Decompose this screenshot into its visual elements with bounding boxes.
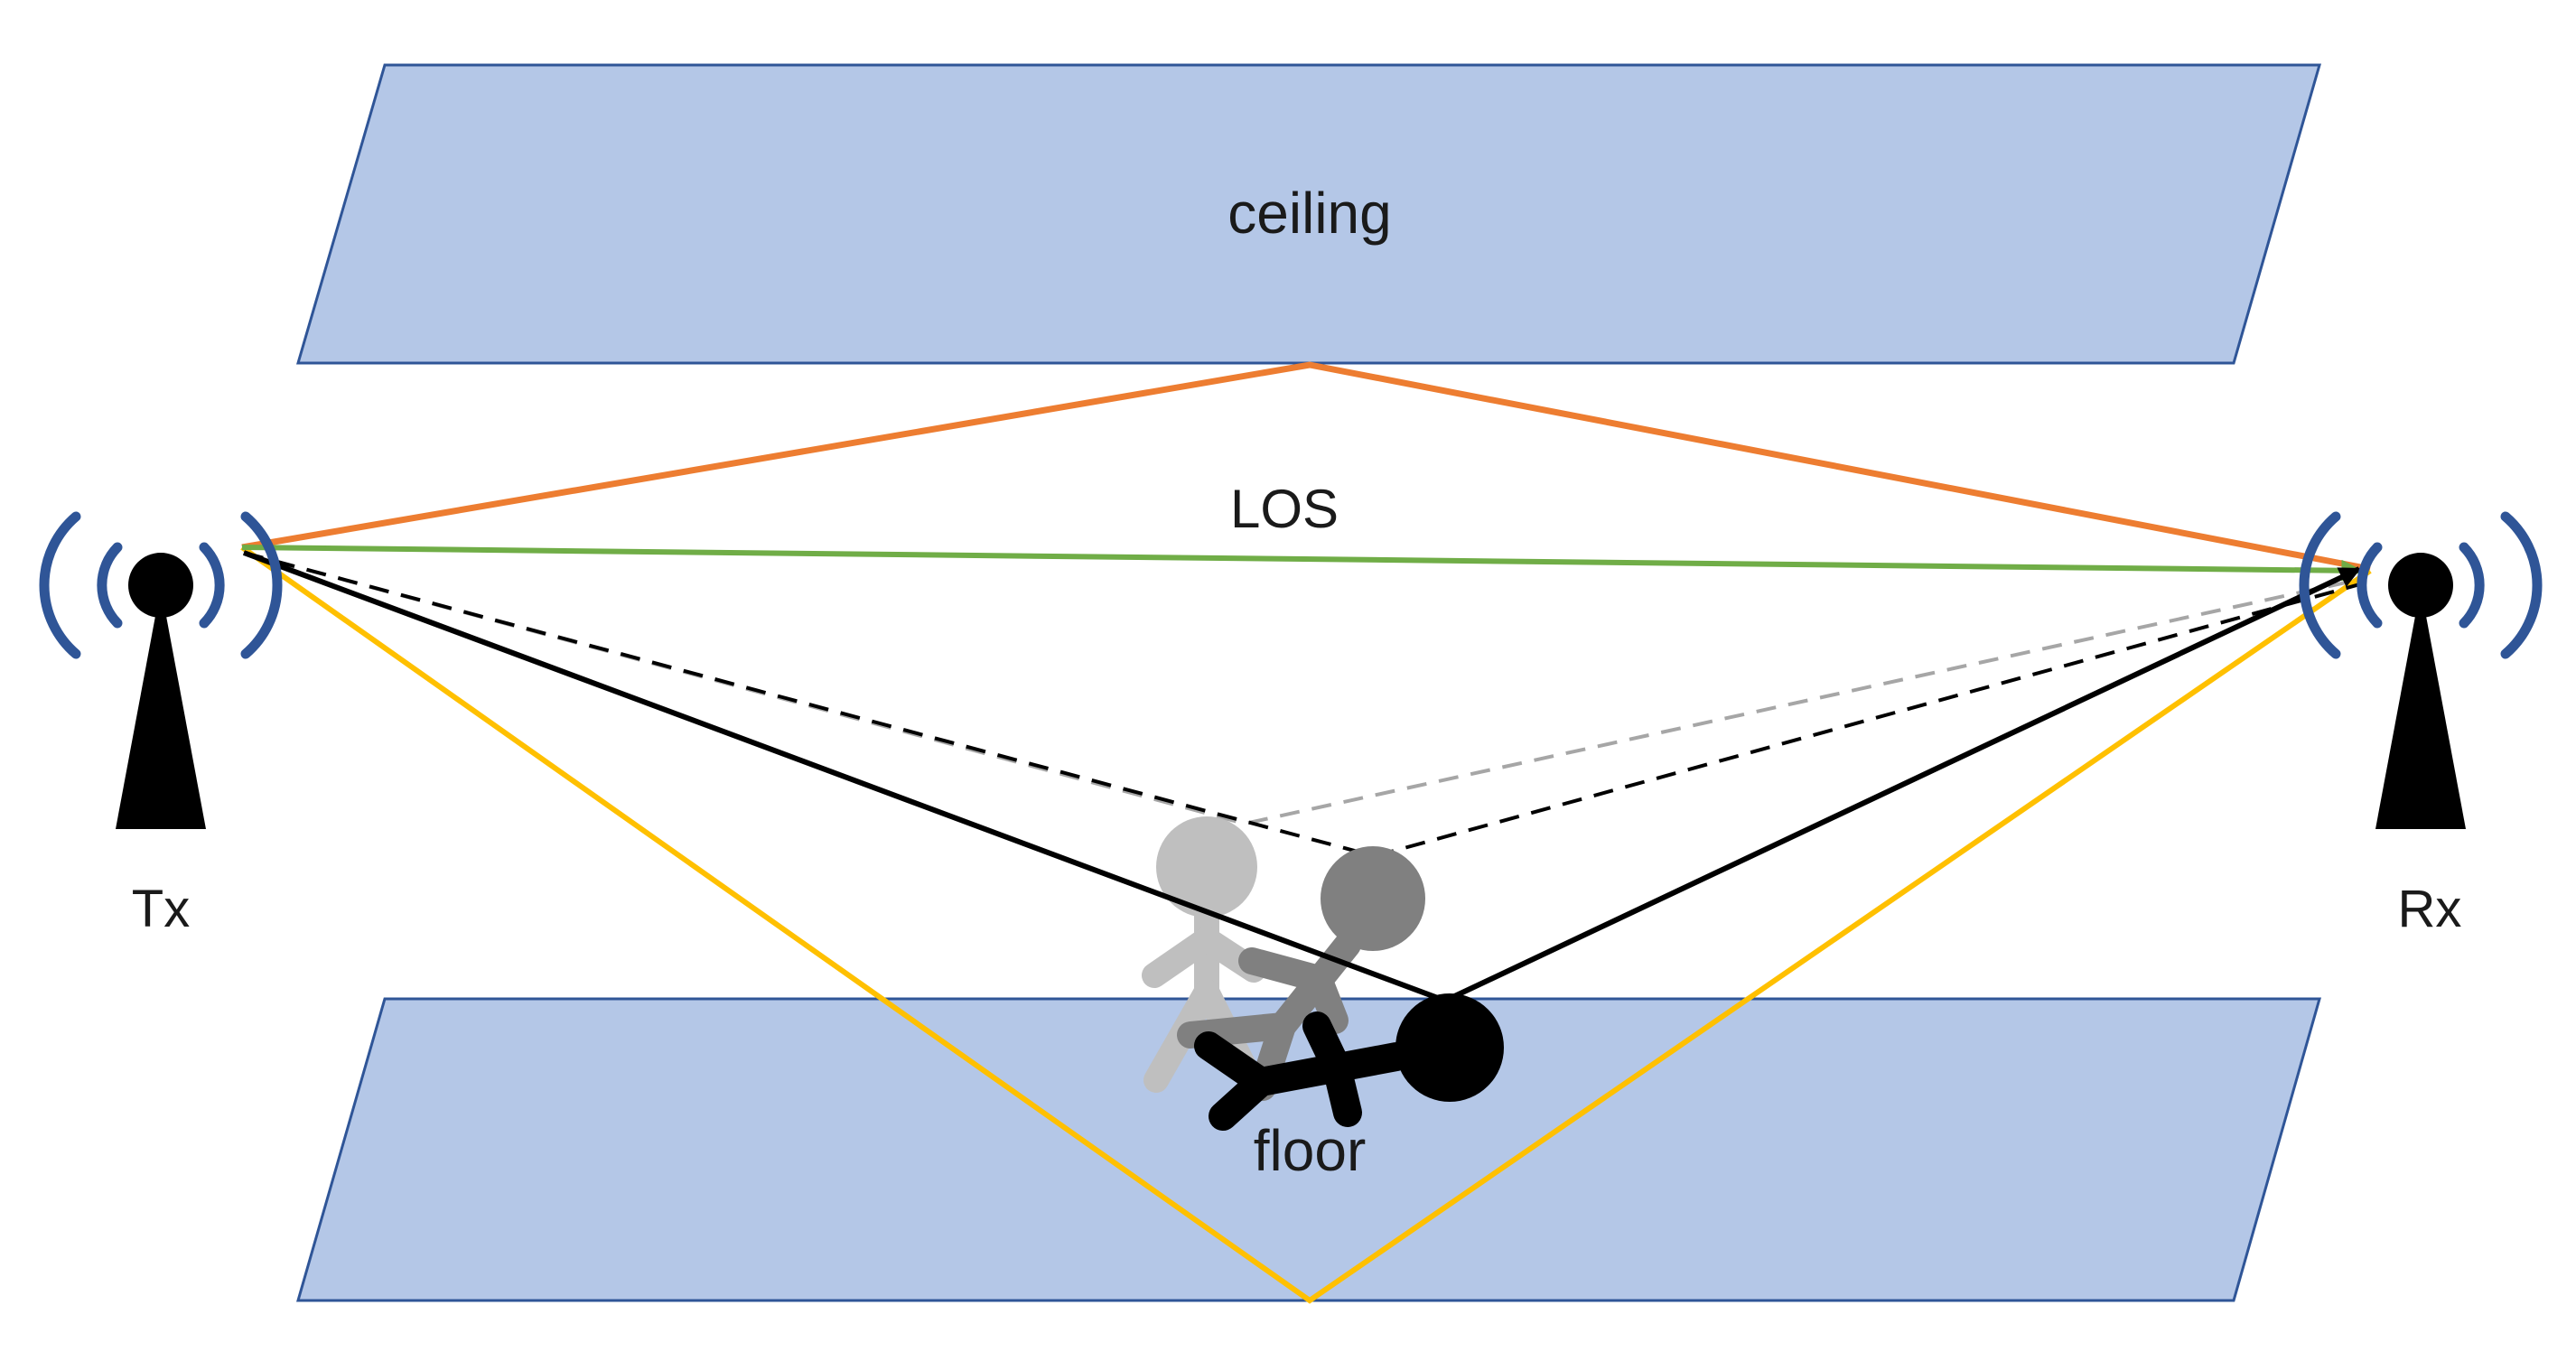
rx-antenna: Rx (2299, 511, 2543, 938)
los-path (241, 545, 2364, 582)
person-mid (1177, 846, 1425, 1101)
tx-label: Tx (132, 880, 190, 938)
floor-reflection-path (240, 545, 2372, 1304)
ceiling-surface: ceiling (296, 63, 2321, 365)
tx-antenna: Tx (39, 511, 283, 938)
floor-plane (296, 997, 2321, 1302)
antenna-icon (2375, 553, 2466, 829)
radio-waves-icon (39, 511, 283, 659)
ceiling-label: ceiling (1227, 181, 1391, 246)
floor-label: floor (1254, 1118, 1367, 1183)
floor-surface (296, 997, 2321, 1302)
ceiling-reflection-path (241, 361, 2371, 573)
radio-waves-icon (2299, 511, 2543, 659)
person-mid-head (1321, 846, 1425, 951)
person-dark-head (1395, 993, 1504, 1102)
los-label: LOS (1230, 479, 1339, 539)
ceiling-plane (296, 63, 2321, 365)
human-reflection-path-current (242, 550, 2362, 1004)
human-reflection-path-earlier (243, 551, 2367, 826)
person-light-head (1156, 816, 1257, 918)
human-reflection-path-previous (243, 551, 2367, 859)
antenna-icon (116, 553, 206, 829)
person-dark (1194, 993, 1504, 1131)
rx-label: Rx (2398, 880, 2462, 938)
